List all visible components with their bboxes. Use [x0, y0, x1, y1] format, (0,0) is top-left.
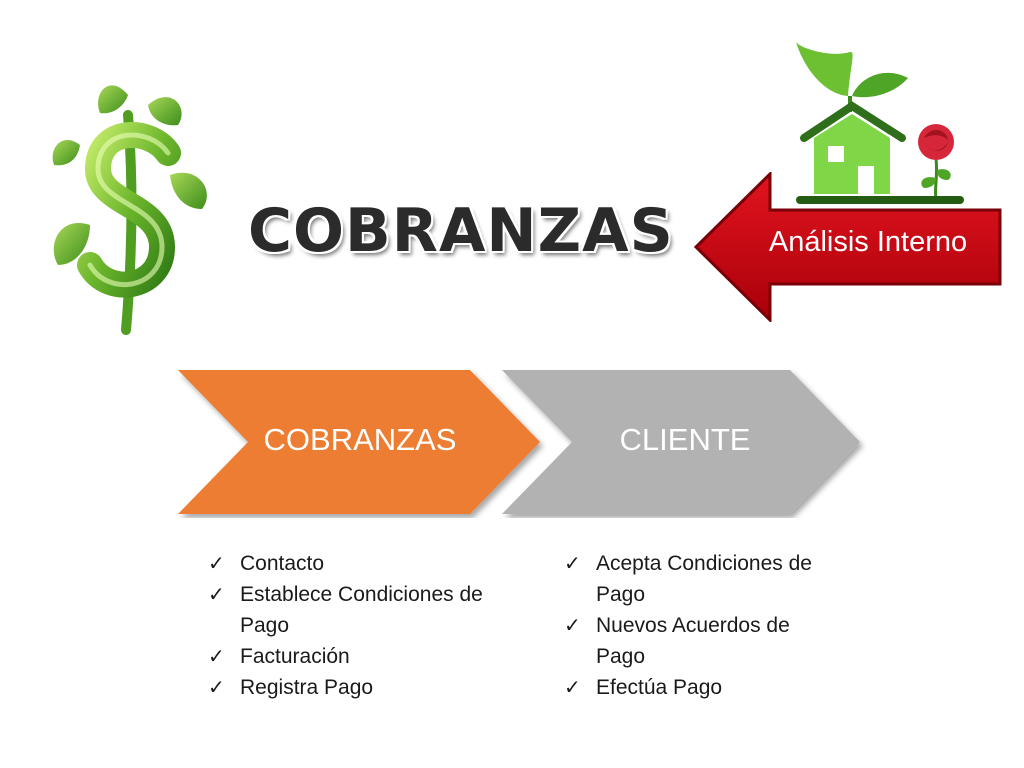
check-icon: ✓: [208, 644, 225, 668]
list-item: ✓Registra Pago: [208, 672, 498, 703]
cliente-task-list: ✓Acepta Condiciones de Pago ✓Nuevos Acue…: [564, 548, 824, 703]
list-item: ✓Contacto: [208, 548, 498, 579]
check-icon: ✓: [564, 613, 581, 637]
check-icon: ✓: [208, 551, 225, 575]
callout-arrow: [694, 172, 1002, 322]
eco-house-icon: [796, 42, 964, 204]
list-item: ✓Acepta Condiciones de Pago: [564, 548, 824, 610]
dollar-plant-icon: [52, 85, 207, 335]
list-item: ✓Nuevos Acuerdos de Pago: [564, 610, 824, 672]
step-label-cobranzas: COBRANZAS: [263, 422, 457, 457]
check-icon: ✓: [208, 675, 225, 699]
list-item: ✓Efectúa Pago: [564, 672, 824, 703]
list-item: ✓Establece Condiciones de Pago: [208, 579, 498, 641]
check-icon: ✓: [564, 551, 581, 575]
callout-label: Análisis Interno: [768, 226, 968, 258]
chevron-step-1: [178, 370, 540, 514]
check-icon: ✓: [564, 675, 581, 699]
cobranzas-task-list: ✓Contacto ✓Establece Condiciones de Pago…: [208, 548, 498, 703]
process-chevrons: [178, 370, 860, 514]
chevron-step-2: [502, 370, 860, 514]
page-title: COBRANZAS: [248, 196, 674, 266]
list-item: ✓Facturación: [208, 641, 498, 672]
check-icon: ✓: [208, 582, 225, 606]
step-label-cliente: CLIENTE: [619, 422, 751, 457]
